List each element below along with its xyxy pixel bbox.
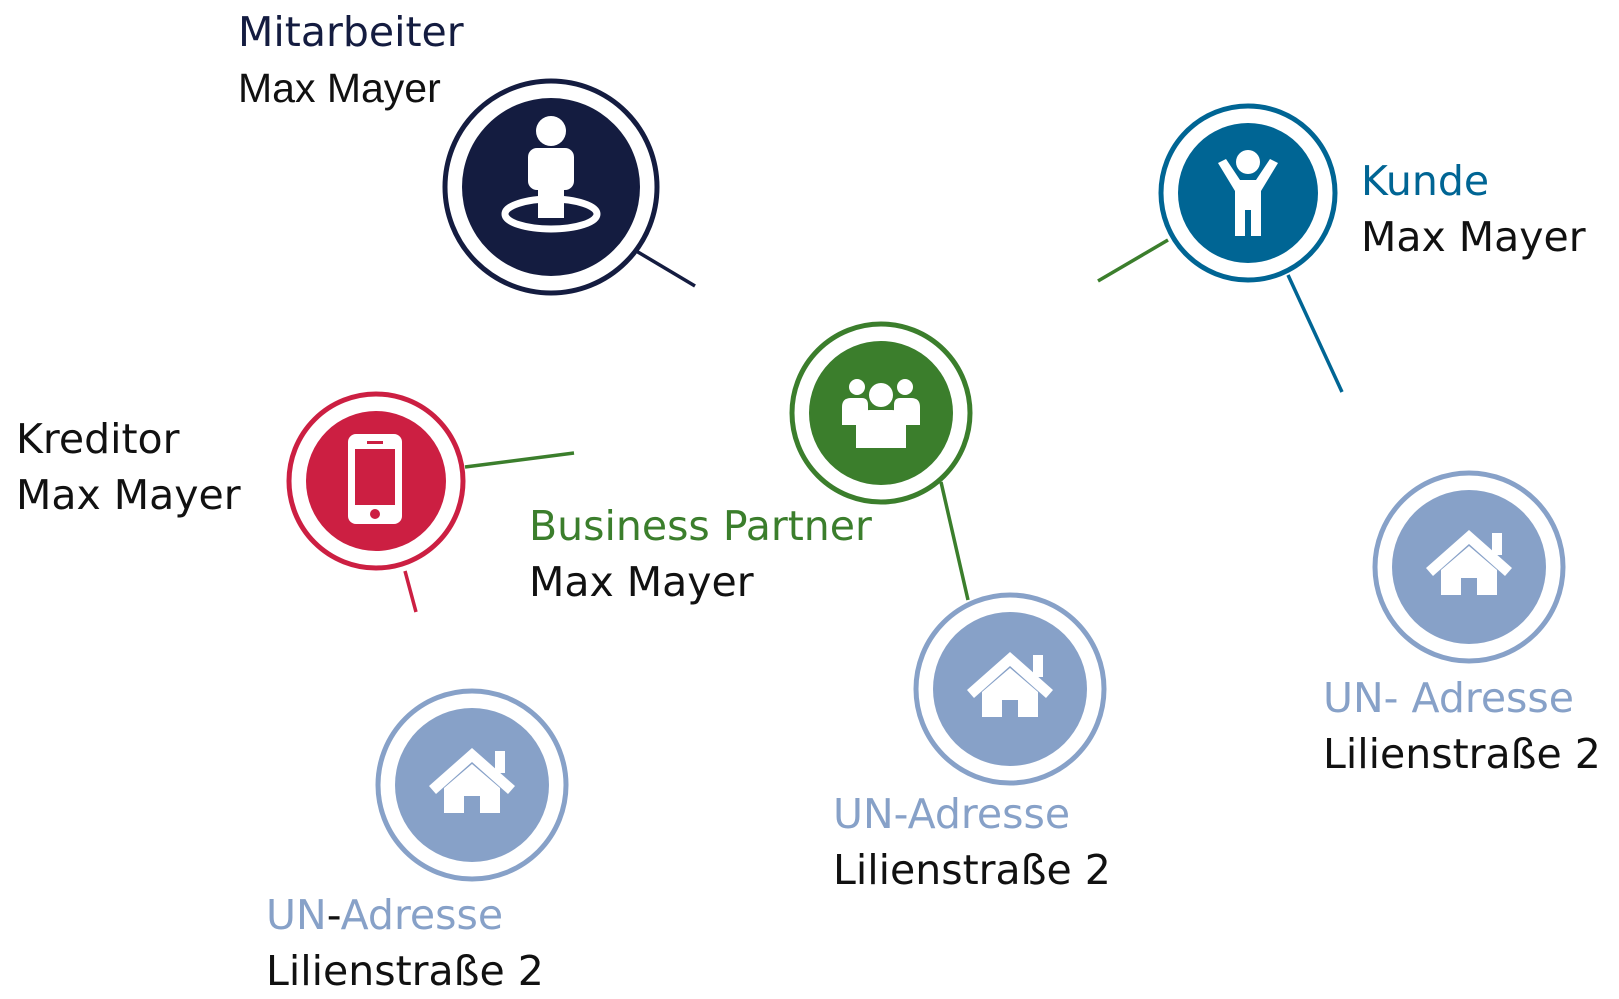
employee-node[interactable] bbox=[442, 78, 660, 296]
business-partner-value: Max Mayer bbox=[529, 558, 754, 606]
employee-value: Max Mayer bbox=[238, 65, 441, 111]
address-center-value: Lilienstraße 2 bbox=[833, 846, 1111, 894]
business-partner-label: Business Partner Max Mayer bbox=[529, 498, 872, 610]
connector-customer-left bbox=[1097, 238, 1169, 283]
customer-title: Kunde bbox=[1361, 157, 1490, 205]
address-right-label: UN- Adresse Lilienstraße 2 bbox=[1323, 670, 1601, 782]
employee-label: Mitarbeiter Max Mayer bbox=[238, 4, 464, 116]
address-center-title: UN-Adresse bbox=[833, 790, 1071, 838]
connector-partner-address bbox=[939, 481, 970, 601]
address-node-left[interactable] bbox=[375, 688, 569, 882]
address-left-value: Lilienstraße 2 bbox=[266, 947, 544, 995]
address-left-title: UN-Adresse bbox=[266, 887, 544, 943]
address-left-title-un: UN bbox=[266, 891, 327, 939]
creditor-title: Kreditor bbox=[16, 415, 180, 463]
house-icon bbox=[1426, 530, 1512, 595]
smartphone-icon bbox=[348, 434, 402, 524]
address-left-title-dash: - bbox=[326, 891, 341, 939]
creditor-node[interactable] bbox=[286, 391, 466, 571]
employee-title: Mitarbeiter bbox=[238, 8, 464, 56]
house-icon bbox=[967, 652, 1053, 717]
customer-value: Max Mayer bbox=[1361, 213, 1586, 261]
connector-customer-down bbox=[1286, 274, 1344, 393]
group-icon bbox=[842, 379, 920, 448]
connector-creditor-right bbox=[464, 451, 575, 469]
business-partner-title: Business Partner bbox=[529, 502, 872, 550]
creditor-label: Kreditor Max Mayer bbox=[16, 411, 241, 523]
address-center-label: UN-Adresse Lilienstraße 2 bbox=[833, 786, 1111, 898]
customer-node[interactable] bbox=[1158, 103, 1338, 283]
address-node-center[interactable] bbox=[913, 592, 1107, 786]
person-arms-raised-icon bbox=[1218, 150, 1278, 236]
address-right-value: Lilienstraße 2 bbox=[1323, 730, 1601, 778]
person-on-target-icon bbox=[501, 116, 601, 233]
house-icon bbox=[429, 748, 515, 813]
connector-creditor-down bbox=[403, 570, 418, 613]
creditor-value: Max Mayer bbox=[16, 471, 241, 519]
address-left-label: UN-Adresse Lilienstraße 2 bbox=[266, 887, 544, 999]
customer-label: Kunde Max Mayer bbox=[1361, 153, 1586, 265]
address-right-title: UN- Adresse bbox=[1323, 674, 1574, 722]
business-partner-node[interactable] bbox=[789, 321, 973, 505]
address-left-title-adresse: Adresse bbox=[340, 891, 504, 939]
address-node-right[interactable] bbox=[1372, 470, 1566, 664]
